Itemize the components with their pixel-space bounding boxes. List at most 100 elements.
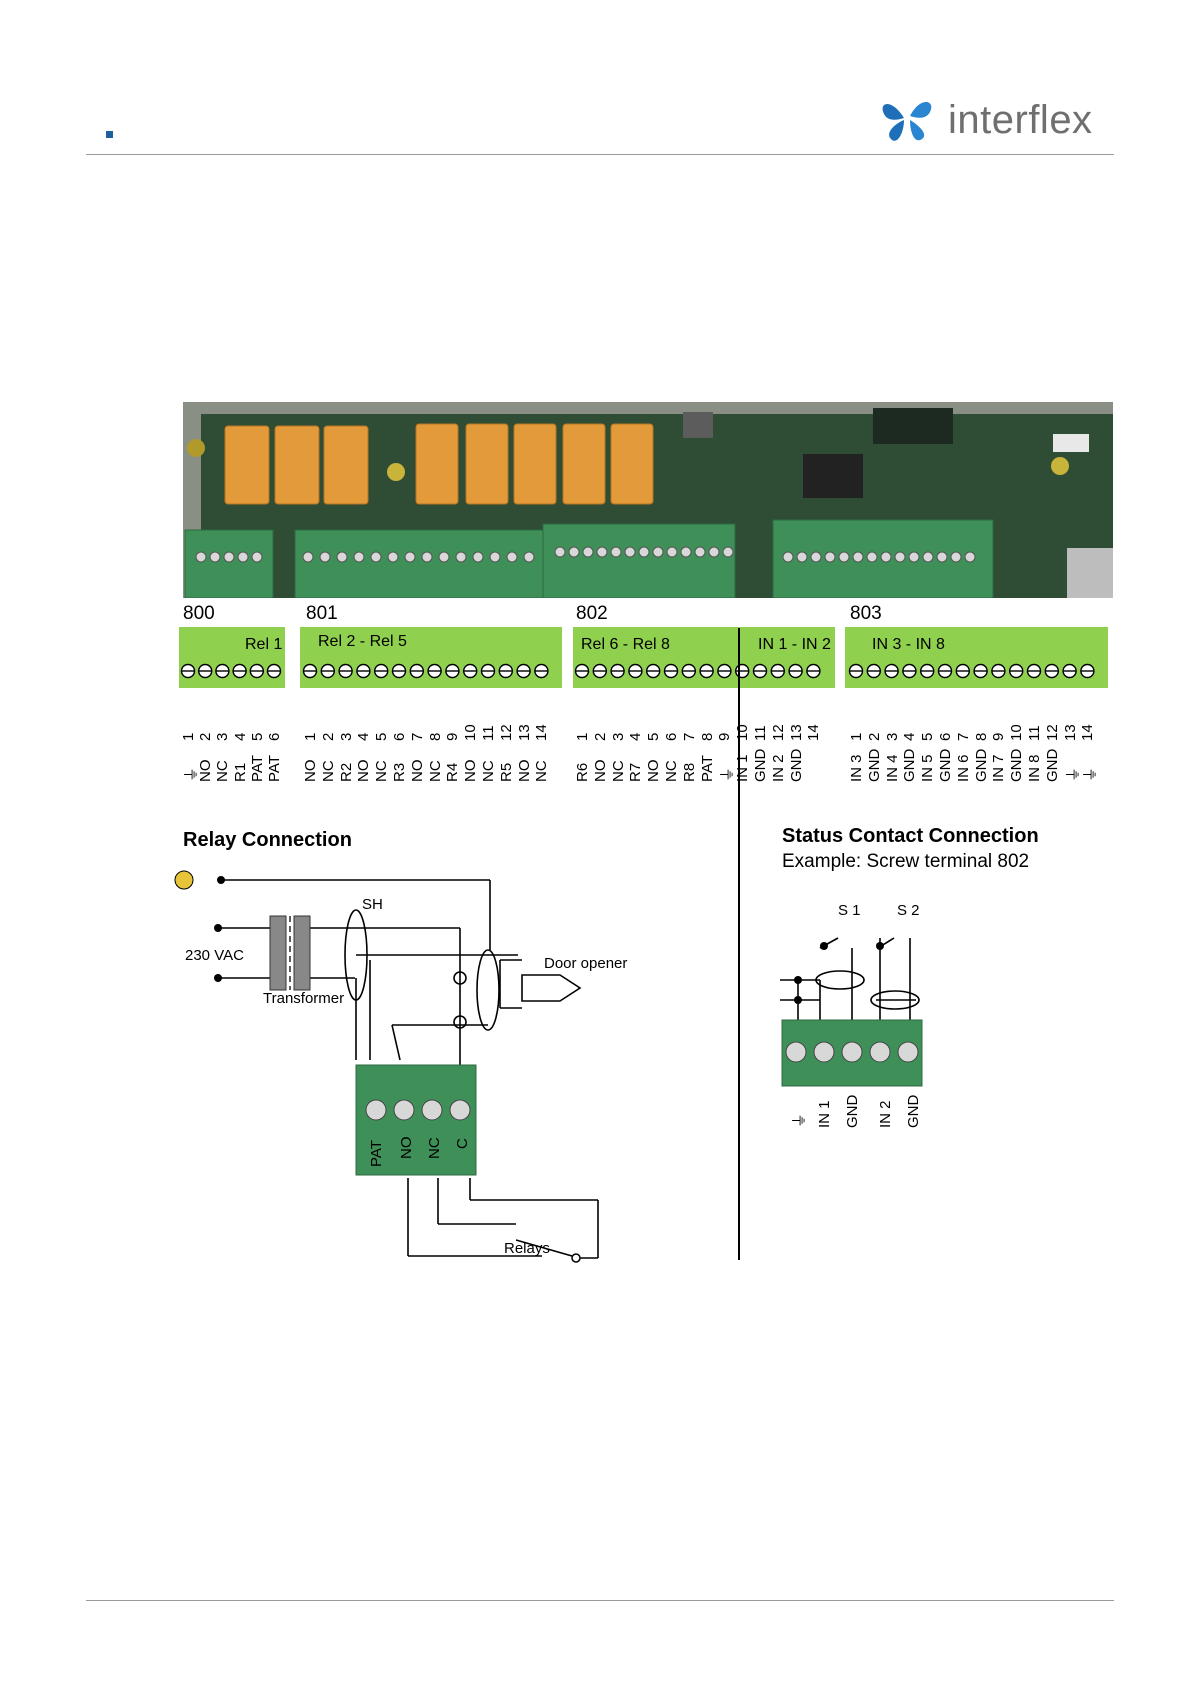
status-terminal-label: ⏚ xyxy=(791,1112,808,1128)
pin-signal-label: GND xyxy=(1008,748,1026,782)
pin-signal-label: PAT xyxy=(266,755,283,782)
pin-number: 11 xyxy=(480,725,497,741)
pin-signal-label: GND xyxy=(865,748,883,782)
pin-signal-label: GND xyxy=(787,748,805,782)
pin-number: 14 xyxy=(533,724,551,741)
pin-number: 7 xyxy=(680,732,698,741)
brand-logo-text: interflex xyxy=(948,98,1093,142)
terminal-box-800 xyxy=(179,627,285,688)
pin-signal-label: IN 6 xyxy=(954,754,972,782)
pin-signal-label: R5 xyxy=(497,762,515,782)
terminal-number-800: 800 xyxy=(183,603,215,624)
pin-number: 5 xyxy=(248,732,266,741)
switch-label-s1: S 1 xyxy=(838,902,861,919)
pin-number: 2 xyxy=(865,732,883,741)
pin-number: 3 xyxy=(883,732,901,741)
pin-number: 7 xyxy=(408,732,426,741)
pin-number: 1 xyxy=(180,732,197,741)
pin-number: 4 xyxy=(355,732,373,741)
pin-signal-label: IN 2 xyxy=(769,754,787,782)
header-rule xyxy=(86,154,1114,155)
pin-signal-label: GND xyxy=(937,748,954,782)
relay-connection-diagram xyxy=(174,870,599,1263)
pin-number: 5 xyxy=(373,732,391,741)
screw-symbols xyxy=(180,663,1095,679)
pin-signal-label: NC xyxy=(373,760,391,782)
pin-number: 6 xyxy=(391,732,408,741)
butterfly-logo-icon xyxy=(882,102,932,141)
group-label-rel1: Rel 1 xyxy=(245,636,283,653)
relay-terminal-label: NC xyxy=(426,1137,443,1159)
relay-terminal-label: NO xyxy=(398,1136,415,1160)
terminal-number-802: 802 xyxy=(576,603,608,624)
pin-signal-label: NC xyxy=(426,760,444,782)
pin-signal-label: R1 xyxy=(231,762,249,782)
pin-number: 6 xyxy=(663,732,680,741)
relay-terminal-label: PAT xyxy=(368,1140,385,1167)
pin-number: 11 xyxy=(752,725,769,741)
pin-number: 8 xyxy=(698,732,716,741)
status-contact-diagram xyxy=(780,937,923,1087)
pin-number: 6 xyxy=(937,732,954,741)
pin-signal-label: NC xyxy=(214,760,232,782)
pin-signal-label: GND xyxy=(901,748,919,782)
pin-number: 10 xyxy=(1008,724,1026,741)
header-bullet xyxy=(106,131,113,138)
relays-label: Relays xyxy=(504,1240,550,1257)
pin-signal-label: R4 xyxy=(444,762,462,782)
group-label-in3-8: IN 3 - IN 8 xyxy=(872,636,945,653)
pin-number: 8 xyxy=(426,732,444,741)
pin-signal-label: NO xyxy=(462,759,480,783)
group-label-rel2-5: Rel 2 - Rel 5 xyxy=(318,633,407,650)
relay-connection-title: Relay Connection xyxy=(183,829,352,851)
pin-number: 2 xyxy=(197,732,215,741)
pin-number: 1 xyxy=(848,732,865,741)
pin-signal-label: NC xyxy=(319,760,337,782)
pin-signal-label: GND xyxy=(1043,748,1061,782)
pin-number: 10 xyxy=(734,724,752,741)
pin-number: 14 xyxy=(805,724,823,741)
pcb-photo xyxy=(183,402,1113,598)
pin-number: 1 xyxy=(574,732,591,741)
group-label-rel6-8: Rel 6 - Rel 8 xyxy=(581,636,670,653)
pin-signal-label: NC xyxy=(533,760,551,782)
pin-signal-label: IN 7 xyxy=(990,754,1008,782)
pin-number: 6 xyxy=(266,732,283,741)
pin-number: 3 xyxy=(337,732,355,741)
relay-terminal-label: C xyxy=(454,1138,471,1149)
pin-signal-label: GND xyxy=(972,748,990,782)
pin-number: 10 xyxy=(462,724,480,741)
pin-number: 9 xyxy=(990,732,1008,741)
pin-signal-label: IN 4 xyxy=(883,754,901,782)
terminal-number-801: 801 xyxy=(306,603,338,624)
pin-signal-label: NC xyxy=(663,760,680,782)
pin-signal-label: R7 xyxy=(627,762,645,782)
pin-number: 3 xyxy=(609,732,627,741)
pin-number: 12 xyxy=(1043,724,1061,741)
pin-number: 4 xyxy=(901,732,919,741)
pcb-illustration xyxy=(183,402,1113,598)
pin-signal-label: NO xyxy=(591,759,609,783)
sh-label: SH xyxy=(362,896,383,913)
pin-signal-label: IN 8 xyxy=(1026,754,1043,782)
pin-number: 13 xyxy=(1061,724,1079,741)
pin-number: 9 xyxy=(444,732,462,741)
pin-signal-label: IN 5 xyxy=(919,754,937,782)
status-terminal-label: IN 1 xyxy=(816,1100,833,1128)
pin-number: 14 xyxy=(1079,724,1097,741)
pin-signal-label: PAT xyxy=(698,755,716,782)
terminal-number-803: 803 xyxy=(850,603,882,624)
pin-number: 9 xyxy=(716,732,734,741)
pin-number: 2 xyxy=(591,732,609,741)
pin-signal-label: R8 xyxy=(680,762,698,782)
pin-number: 2 xyxy=(319,732,337,741)
status-contact-title: Status Contact Connection xyxy=(782,825,1039,847)
pin-number: 3 xyxy=(214,732,232,741)
pin-number: 13 xyxy=(787,724,805,741)
transformer-label: Transformer xyxy=(263,990,345,1007)
pin-number: 13 xyxy=(515,724,533,741)
pin-signal-label: R6 xyxy=(574,762,591,782)
pin-signal-label: NO xyxy=(408,759,426,783)
pin-number: 11 xyxy=(1026,725,1043,741)
pin-signal-label: NO xyxy=(515,759,533,783)
